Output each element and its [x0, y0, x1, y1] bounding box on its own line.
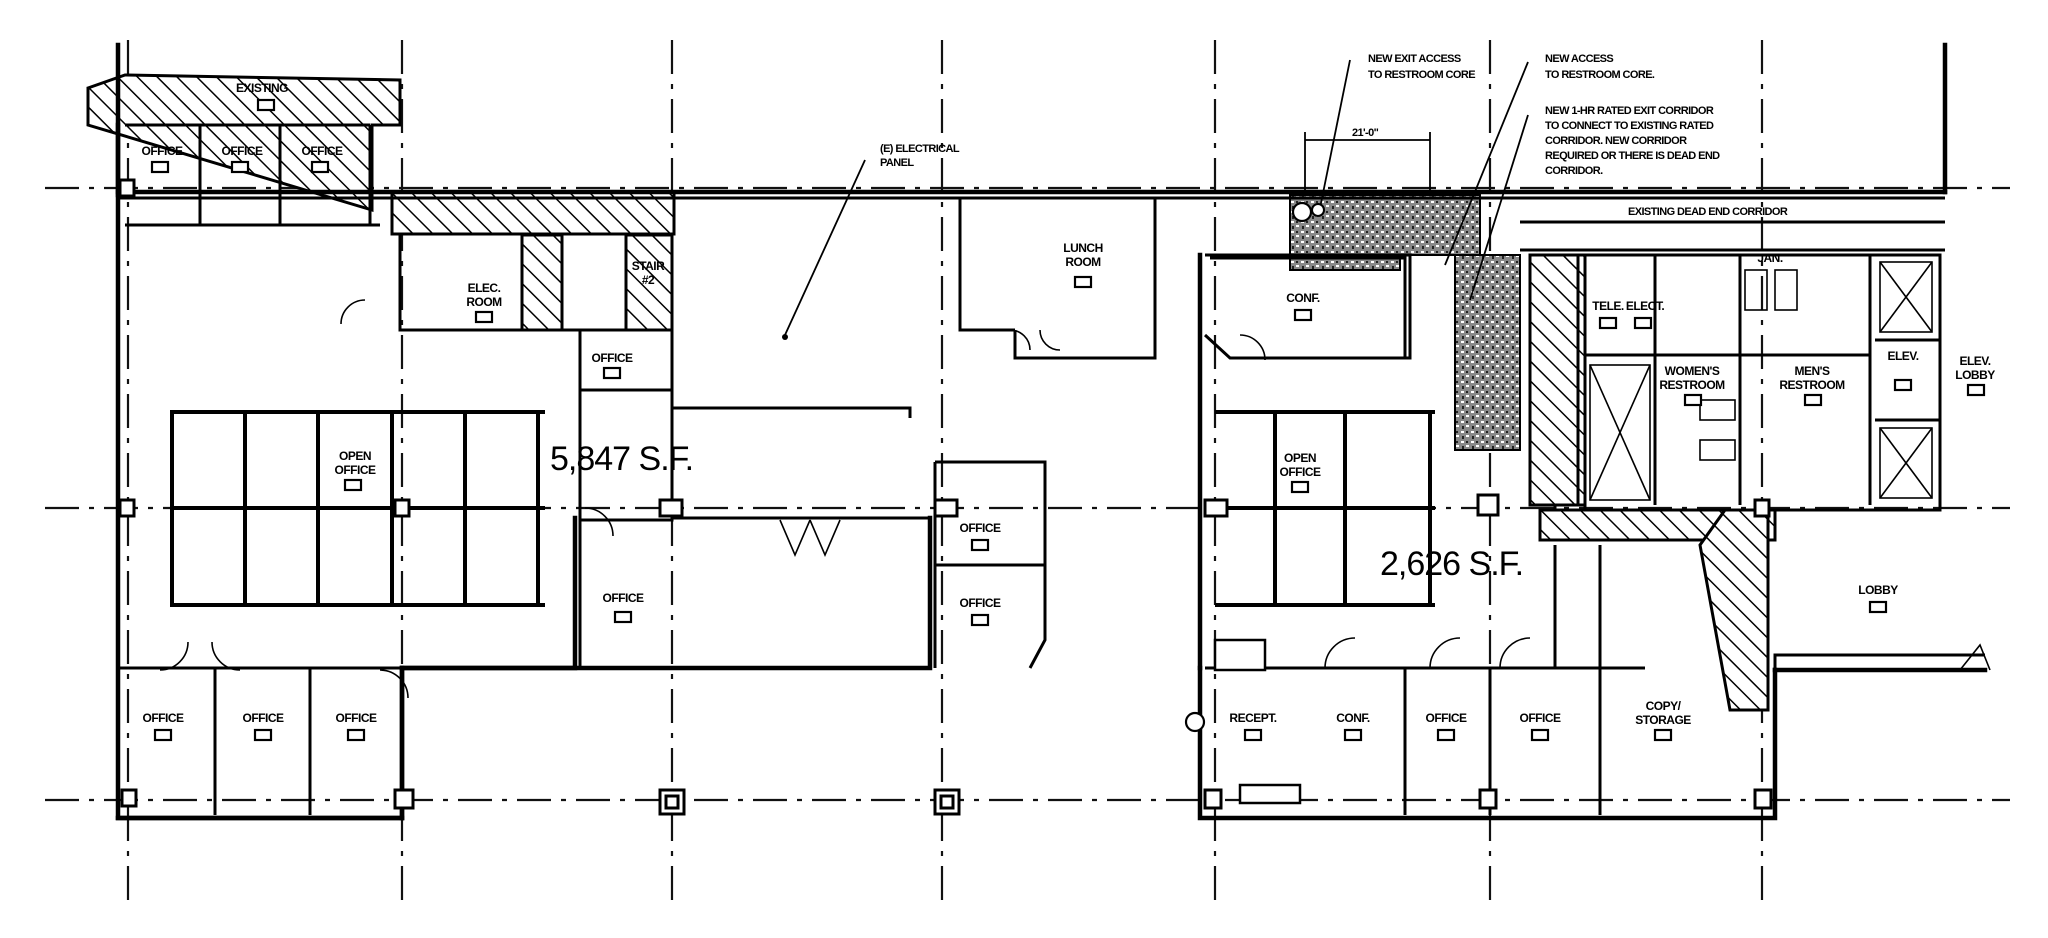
- room-office-mid-low: OFFICE: [603, 591, 644, 605]
- room-elev-lobby-l1: ELEV.: [1959, 354, 1990, 368]
- note-corridor-l2: TO CONNECT TO EXISTING RATED: [1545, 120, 1714, 132]
- cubicles-left: [170, 410, 545, 607]
- note-new-access-l2: TO RESTROOM CORE.: [1545, 69, 1655, 81]
- room-office-r1: OFFICE: [1426, 711, 1467, 725]
- door-swings: [159, 299, 1991, 699]
- room-elev: ELEV.: [1887, 349, 1918, 363]
- room-lunch-l1: LUNCH: [1063, 241, 1103, 255]
- room-recept: RECEPT.: [1229, 711, 1276, 725]
- area-right: 2,626 S.F.: [1380, 545, 1523, 583]
- room-copy-l1: COPY/: [1646, 699, 1682, 713]
- room-womens-l2: RESTROOM: [1659, 378, 1725, 392]
- room-office-c2: OFFICE: [960, 596, 1001, 610]
- room-open-office-r2: OFFICE: [1280, 465, 1321, 479]
- rated-corridor-fill: [1289, 194, 1521, 451]
- room-womens-l1: WOMEN'S: [1665, 364, 1720, 378]
- cubicles-right: [1215, 410, 1435, 607]
- room-office-t2: OFFICE: [222, 144, 263, 158]
- room-tags: [150, 98, 1986, 742]
- note-dead-end: EXISTING DEAD END CORRIDOR: [1628, 206, 1788, 218]
- room-stair-l2: #2: [642, 273, 655, 287]
- room-open-office-l2: OFFICE: [335, 463, 376, 477]
- note-corridor-l4: REQUIRED OR THERE IS DEAD END: [1545, 150, 1720, 162]
- room-office-b2: OFFICE: [243, 711, 284, 725]
- room-mens-l1: MEN'S: [1794, 364, 1830, 378]
- room-office-t1: OFFICE: [142, 144, 183, 158]
- note-electrical-l1: (E) ELECTRICAL: [880, 143, 960, 155]
- room-office-b1: OFFICE: [143, 711, 184, 725]
- room-office-mid-top: OFFICE: [592, 351, 633, 365]
- note-dimension: 21'-0": [1352, 127, 1379, 139]
- room-stair-l1: STAIR: [632, 259, 665, 273]
- note-new-exit-l2: TO RESTROOM CORE: [1368, 69, 1475, 81]
- leader-lines: [782, 59, 1529, 805]
- room-office-r2: OFFICE: [1520, 711, 1561, 725]
- exterior-walls: [115, 42, 1988, 821]
- room-conf-bot: CONF.: [1336, 711, 1370, 725]
- room-elec-l2: ROOM: [466, 295, 502, 309]
- interior-walls-left: [118, 123, 1157, 815]
- note-new-exit-l1: NEW EXIT ACCESS: [1368, 53, 1461, 65]
- room-office-b3: OFFICE: [336, 711, 377, 725]
- room-existing: EXISTING: [236, 81, 288, 95]
- note-new-access-l1: NEW ACCESS: [1545, 53, 1613, 65]
- room-tele: TELE.: [1592, 299, 1624, 313]
- labels: 5,847 S.F. 2,626 S.F. OFFICE OFFICE OFFI…: [142, 53, 1996, 727]
- room-office-t3: OFFICE: [302, 144, 343, 158]
- note-corridor-l5: CORRIDOR.: [1545, 165, 1603, 177]
- room-jan: JAN.: [1757, 251, 1783, 265]
- note-corridor-l3: CORRIDOR. NEW CORRIDOR: [1545, 135, 1687, 147]
- columns: [118, 178, 1773, 816]
- room-lobby: LOBBY: [1858, 583, 1898, 597]
- room-elec-l1: ELEC.: [468, 281, 501, 295]
- room-conf-top: CONF.: [1286, 291, 1320, 305]
- note-corridor-l1: NEW 1-HR RATED EXIT CORRIDOR: [1545, 105, 1714, 117]
- room-elect: ELECT.: [1626, 299, 1665, 313]
- area-left: 5,847 S.F.: [550, 440, 693, 478]
- room-open-office-l1: OPEN: [339, 449, 371, 463]
- note-electrical-l2: PANEL: [880, 157, 914, 169]
- room-elev-lobby-l2: LOBBY: [1955, 368, 1995, 382]
- room-open-office-r1: OPEN: [1284, 451, 1316, 465]
- room-copy-l2: STORAGE: [1635, 713, 1691, 727]
- room-mens-l2: RESTROOM: [1779, 378, 1845, 392]
- room-office-c1: OFFICE: [960, 521, 1001, 535]
- room-lunch-l2: ROOM: [1065, 255, 1101, 269]
